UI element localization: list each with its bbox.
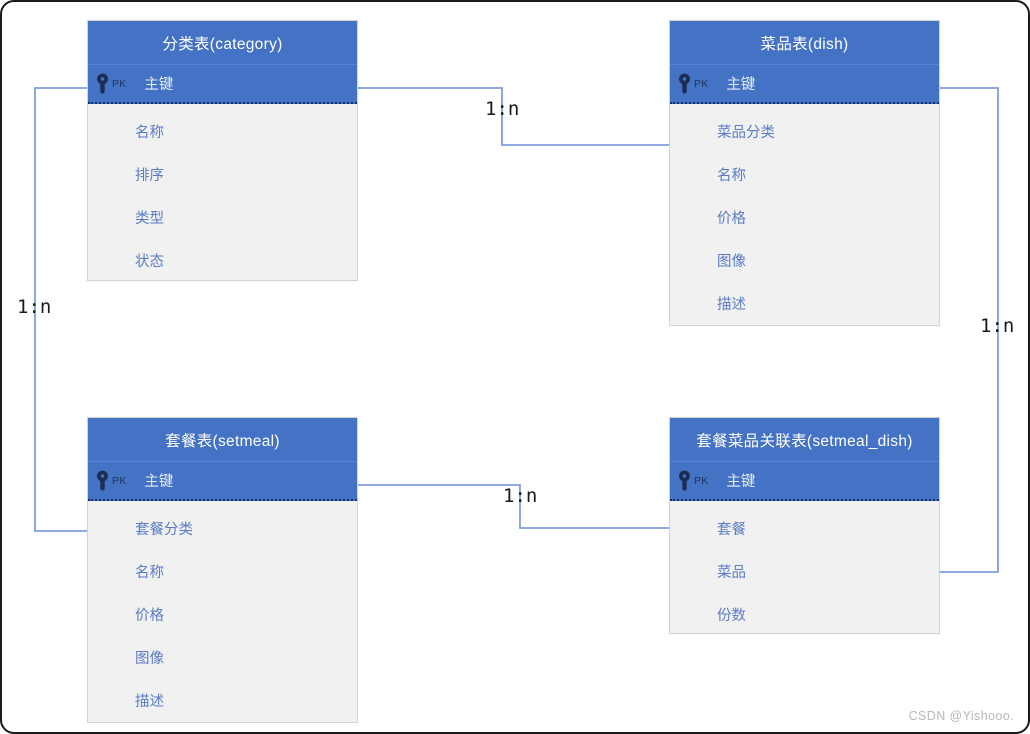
- pk-row-setmeal[interactable]: PK 主键: [88, 462, 357, 501]
- field-list-dish: 菜品分类 名称 价格 图像 描述: [670, 104, 939, 333]
- field-row[interactable]: 排序: [135, 168, 164, 184]
- field-row[interactable]: 菜品分类: [717, 125, 775, 141]
- entity-category[interactable]: 分类表(category) PK 主键 名称 排序 类型 状态: [87, 20, 358, 281]
- entity-dish[interactable]: 菜品表(dish) PK 主键 菜品分类 名称 价格 图像 描述: [669, 20, 940, 326]
- relationship-label-category-setmeal: 1:n: [17, 296, 52, 318]
- pk-row-category[interactable]: PK 主键: [88, 65, 357, 104]
- field-row[interactable]: 名称: [135, 565, 164, 581]
- field-row[interactable]: 状态: [135, 254, 164, 270]
- pk-row-dish[interactable]: PK 主键: [670, 65, 939, 104]
- pk-field-category: 主键: [144, 77, 174, 93]
- field-row[interactable]: 套餐分类: [135, 522, 193, 538]
- key-icon: [94, 73, 111, 95]
- field-row[interactable]: 名称: [717, 168, 746, 184]
- field-row[interactable]: 图像: [135, 651, 164, 667]
- pk-field-setmeal: 主键: [144, 474, 174, 490]
- field-row[interactable]: 类型: [135, 211, 164, 227]
- field-row[interactable]: 菜品: [717, 565, 746, 581]
- field-row[interactable]: 价格: [717, 211, 746, 227]
- entity-title-setmeal: 套餐表(setmeal): [88, 418, 357, 462]
- field-list-setmeal: 套餐分类 名称 价格 图像 描述: [88, 501, 357, 730]
- watermark: CSDN @Yishooo.: [908, 709, 1014, 723]
- field-row[interactable]: 价格: [135, 608, 164, 624]
- entity-title-dish: 菜品表(dish): [670, 21, 939, 65]
- pk-field-dish: 主键: [726, 77, 756, 93]
- field-list-category: 名称 排序 类型 状态: [88, 104, 357, 290]
- field-row[interactable]: 份数: [717, 608, 746, 624]
- relationship-label-category-dish: 1:n: [485, 98, 520, 120]
- relationship-label-dish-setmealdish: 1:n: [980, 315, 1015, 337]
- key-icon: [94, 470, 111, 492]
- relationship-label-setmeal-setmealdish: 1:n: [503, 485, 538, 507]
- field-row[interactable]: 图像: [717, 254, 746, 270]
- pk-field-setmeal-dish: 主键: [726, 474, 756, 490]
- entity-title-setmeal-dish: 套餐菜品关联表(setmeal_dish): [670, 418, 939, 462]
- field-row[interactable]: 描述: [135, 694, 164, 710]
- field-row[interactable]: 名称: [135, 125, 164, 141]
- field-list-setmeal-dish: 套餐 菜品 份数: [670, 501, 939, 644]
- entity-title-category: 分类表(category): [88, 21, 357, 65]
- field-row[interactable]: 描述: [717, 297, 746, 313]
- key-icon: [676, 73, 693, 95]
- pk-badge-setmeal: PK: [112, 474, 127, 487]
- pk-badge-setmeal-dish: PK: [694, 474, 709, 487]
- key-icon: [676, 470, 693, 492]
- pk-row-setmeal-dish[interactable]: PK 主键: [670, 462, 939, 501]
- pk-badge-category: PK: [112, 77, 127, 90]
- field-row[interactable]: 套餐: [717, 522, 746, 538]
- entity-setmeal-dish[interactable]: 套餐菜品关联表(setmeal_dish) PK 主键 套餐 菜品 份数: [669, 417, 940, 634]
- pk-badge-dish: PK: [694, 77, 709, 90]
- entity-setmeal[interactable]: 套餐表(setmeal) PK 主键 套餐分类 名称 价格 图像 描述: [87, 417, 358, 723]
